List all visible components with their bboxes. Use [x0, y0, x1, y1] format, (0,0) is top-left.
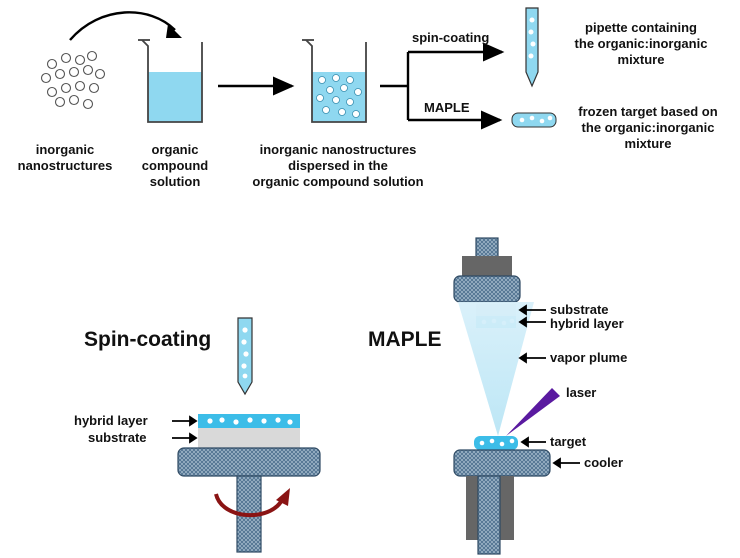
- label-line: frozen target based on: [578, 104, 718, 119]
- spin-substrate-label: substrate: [88, 430, 147, 445]
- inorganic-nanostructures-label: inorganic nanostructures: [10, 142, 120, 174]
- dispersed-label: inorganic nanostructures dispersed in th…: [238, 142, 438, 190]
- pipette-icon: [525, 7, 539, 88]
- maple-target: [474, 436, 518, 450]
- maple-top-holder: [462, 256, 512, 276]
- maple-cooler-plate: [453, 449, 551, 477]
- rotation-arrow: [214, 488, 290, 517]
- organic-compound-solution-label: organic compound solution: [130, 142, 220, 190]
- spin-label-arrows: [172, 415, 198, 444]
- maple-label-arrows: [518, 304, 580, 469]
- label-line: mixture: [624, 136, 672, 151]
- transfer-arrow-head: [166, 24, 182, 38]
- maple-substrate-label: substrate: [550, 302, 609, 317]
- label-line: mixture: [617, 52, 665, 67]
- spin-substrate: [198, 428, 300, 448]
- label-line: inorganic nanostructures: [259, 142, 417, 157]
- label-line: compound: [141, 158, 209, 173]
- maple-top-plate: [453, 275, 521, 303]
- spin-pipette-icon: [237, 317, 253, 396]
- spin-chuck-plate: [177, 447, 321, 477]
- laser-beam: [506, 388, 560, 436]
- nanoparticles-cluster: [40, 50, 106, 110]
- pipette-description-label: pipette containing the organic:inorganic…: [556, 20, 726, 68]
- spin-coating-title: Spin-coating: [84, 328, 212, 351]
- vapor-plume-label: vapor plume: [550, 350, 628, 365]
- maple-bottom-shaft: [477, 475, 501, 555]
- branch-maple-label: MAPLE: [424, 100, 470, 115]
- label-line: organic compound solution: [252, 174, 424, 189]
- spin-hybrid-layer: [198, 414, 300, 428]
- frozen-target-pellet: [511, 112, 557, 128]
- branch-arrows: [380, 42, 505, 130]
- cooler-label: cooler: [584, 455, 624, 470]
- label-line: solution: [149, 174, 201, 189]
- label-line: inorganic: [35, 142, 95, 157]
- label-line: dispersed in the: [288, 158, 388, 173]
- beaker-organic-solution: [138, 39, 203, 123]
- frozen-target-description-label: frozen target based on the organic:inorg…: [560, 104, 736, 152]
- label-line: the organic:inorganic: [574, 36, 708, 51]
- label-line: nanostructures: [17, 158, 113, 173]
- maple-title: MAPLE: [368, 328, 442, 351]
- laser-label: laser: [566, 385, 597, 400]
- label-line: the organic:inorganic: [581, 120, 715, 135]
- beaker-dispersion: [302, 39, 367, 123]
- label-line: organic: [151, 142, 199, 157]
- vapor-plume: [458, 302, 534, 436]
- label-line: pipette containing: [585, 20, 697, 35]
- branch-spin-coating-label: spin-coating: [412, 30, 490, 45]
- transfer-curved-arrow: [69, 11, 176, 41]
- maple-hybrid-layer-label: hybrid layer: [550, 316, 624, 331]
- spin-hybrid-layer-label: hybrid layer: [74, 413, 148, 428]
- target-label: target: [550, 434, 587, 449]
